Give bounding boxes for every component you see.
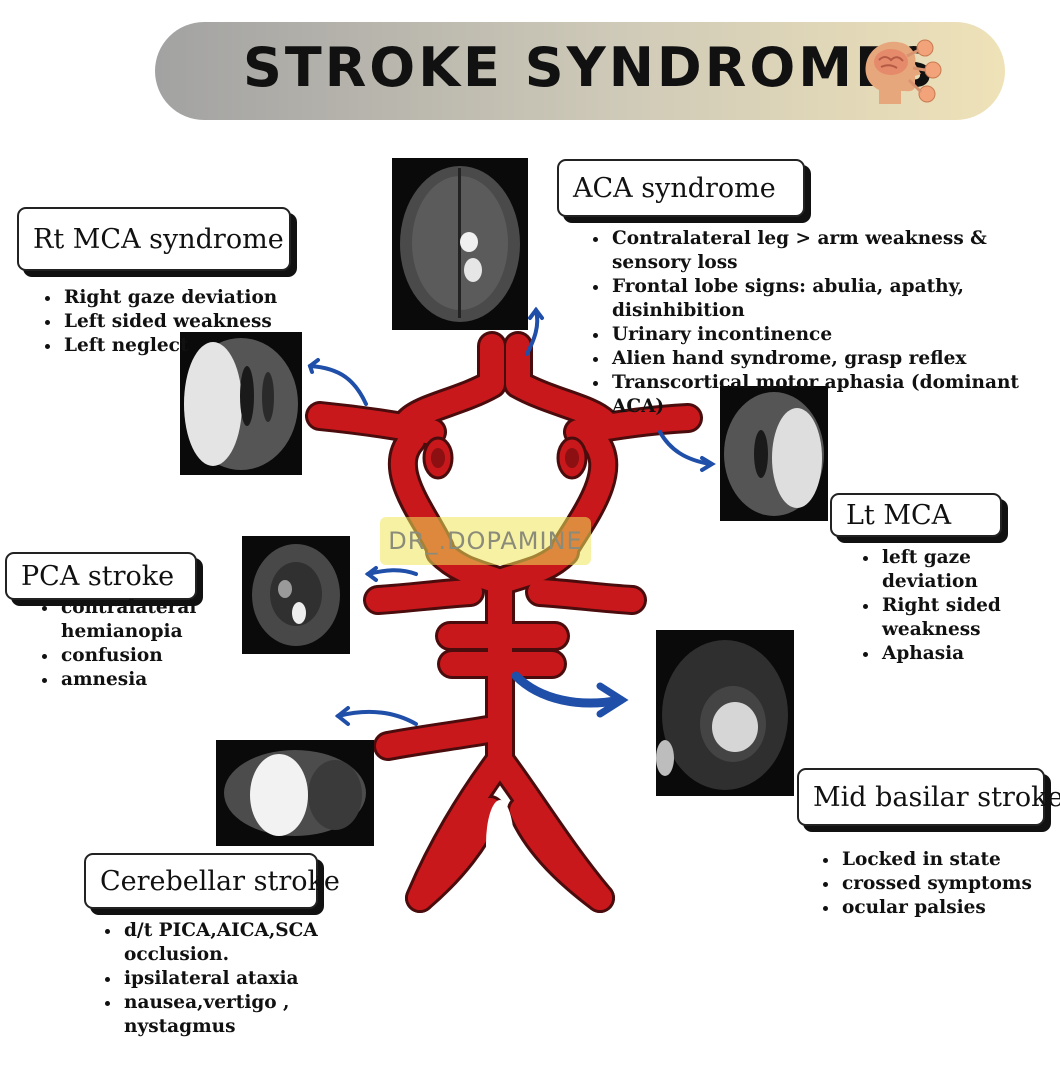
aca-bullet: Transcortical motor aphasia (dominant AC… bbox=[610, 371, 1060, 419]
arrow-rt-mca bbox=[308, 364, 368, 406]
cerebellar-bullet: nausea,vertigo , nystagmus bbox=[122, 991, 337, 1039]
mid-basilar-title: Mid basilar stroke bbox=[813, 781, 1060, 813]
rt-mca-bullet: Left neglect bbox=[62, 334, 282, 358]
aca-bullets: Contralateral leg > arm weakness & senso… bbox=[588, 227, 1060, 419]
pca-bullet: contralateral hemianopia bbox=[59, 596, 219, 644]
cerebellar-bullet: ipsilateral ataxia bbox=[122, 967, 337, 991]
lt-mca-bullet: Aphasia bbox=[880, 642, 1060, 666]
page-title: STROKE SYNDROMES bbox=[243, 36, 937, 99]
aca-scan-image bbox=[392, 158, 528, 330]
mid-basilar-bullet: ocular palsies bbox=[840, 896, 1050, 920]
lt-mca-title: Lt MCA bbox=[846, 499, 952, 531]
aca-title: ACA syndrome bbox=[573, 172, 776, 204]
arrow-mid-basilar bbox=[511, 671, 625, 708]
arrow-lt-mca bbox=[658, 430, 712, 466]
mid-basilar-bullet: crossed symptoms bbox=[840, 872, 1050, 896]
rt-mca-bullet: Left sided weakness bbox=[62, 310, 282, 334]
lt-mca-title-box: Lt MCA bbox=[830, 493, 1002, 537]
cerebellar-bullets: d/t PICA,AICA,SCA occlusion. ipsilateral… bbox=[100, 919, 337, 1039]
pca-scan-image bbox=[242, 536, 350, 654]
aca-bullet: Frontal lobe signs: abulia, apathy, disi… bbox=[610, 275, 1060, 323]
lt-mca-bullet: Right sided weakness bbox=[880, 594, 1060, 642]
aca-bullet: Alien hand syndrome, grasp reflex bbox=[610, 347, 1060, 371]
watermark: DR_.DOPAMINE bbox=[380, 517, 591, 565]
cerebellar-bullet: d/t PICA,AICA,SCA occlusion. bbox=[122, 919, 337, 967]
rt-mca-bullet: Right gaze deviation bbox=[62, 286, 282, 310]
aca-bullet: Urinary incontinence bbox=[610, 323, 1060, 347]
pca-bullet: amnesia bbox=[59, 668, 219, 692]
arrow-cerebellar bbox=[336, 709, 418, 726]
pca-bullets: contralateral hemianopia confusion amnes… bbox=[37, 596, 219, 692]
title-banner: STROKE SYNDROMES bbox=[155, 22, 1005, 120]
mid-basilar-scan-image bbox=[656, 630, 794, 796]
lt-mca-bullet: left gaze deviation bbox=[880, 546, 1060, 594]
lt-mca-scan-image bbox=[720, 386, 828, 521]
aca-bullet: Contralateral leg > arm weakness & senso… bbox=[610, 227, 1060, 275]
aca-title-box: ACA syndrome bbox=[557, 159, 805, 217]
rt-mca-scan-image bbox=[180, 332, 302, 475]
cerebellar-scan-image bbox=[216, 740, 374, 846]
pca-bullet: confusion bbox=[59, 644, 219, 668]
mid-basilar-bullet: Locked in state bbox=[840, 848, 1050, 872]
rt-mca-title: Rt MCA syndrome bbox=[33, 223, 284, 255]
mid-basilar-title-box: Mid basilar stroke bbox=[797, 768, 1060, 826]
pca-title: PCA stroke bbox=[21, 560, 175, 592]
lt-mca-bullets: left gaze deviation Right sided weakness… bbox=[858, 546, 1060, 666]
rt-mca-title-box: Rt MCA syndrome bbox=[17, 207, 291, 271]
cerebellar-title: Cerebellar stroke bbox=[100, 865, 340, 897]
brain-head-icon bbox=[865, 39, 942, 104]
mid-basilar-bullets: Locked in state crossed symptoms ocular … bbox=[818, 848, 1050, 920]
cerebellar-title-box: Cerebellar stroke bbox=[84, 853, 340, 909]
rt-mca-bullets: Right gaze deviation Left sided weakness… bbox=[40, 286, 282, 358]
pca-title-box: PCA stroke bbox=[5, 552, 197, 600]
